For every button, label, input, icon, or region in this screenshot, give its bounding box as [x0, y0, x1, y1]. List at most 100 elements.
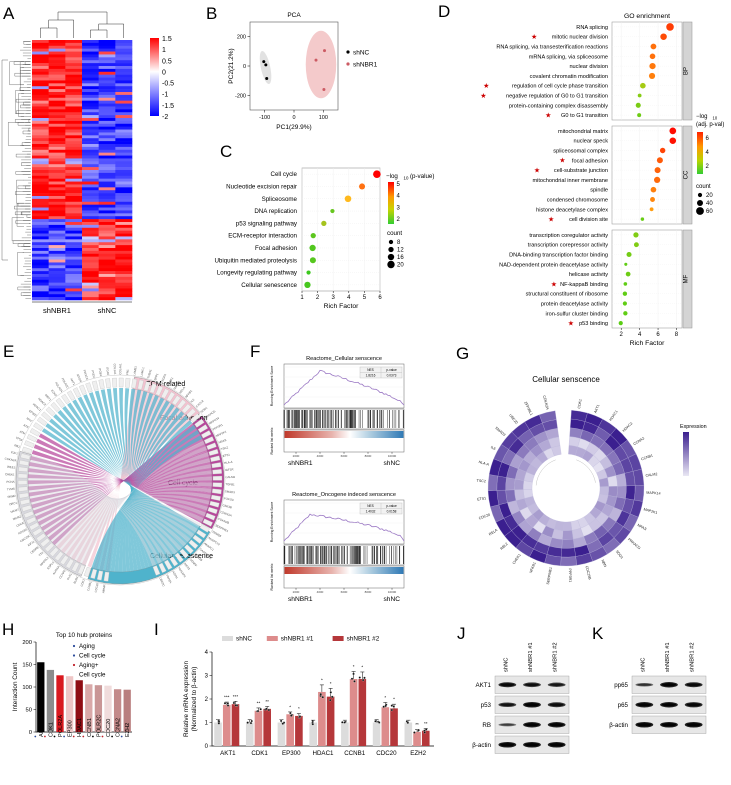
- svg-text:2: 2: [397, 217, 401, 223]
- svg-text:ASPM: ASPM: [171, 570, 179, 580]
- svg-text:CCNB1: CCNB1: [344, 750, 366, 757]
- svg-text:8000: 8000: [365, 454, 372, 458]
- svg-text:CENPE: CENPE: [29, 545, 39, 554]
- svg-text:MTOR: MTOR: [76, 373, 83, 382]
- svg-text:shNC: shNC: [640, 658, 646, 673]
- svg-text:Running Enrichment Score: Running Enrichment Score: [270, 366, 274, 407]
- svg-text:***: ***: [224, 695, 230, 700]
- svg-text:0.5: 0.5: [162, 58, 172, 65]
- svg-text:**: **: [257, 700, 261, 705]
- svg-text:6: 6: [656, 332, 660, 338]
- svg-text:POLR2A: POLR2A: [54, 381, 64, 393]
- svg-text:CDC20: CDC20: [478, 513, 490, 521]
- svg-text:RELA: RELA: [178, 386, 186, 395]
- svg-text:shNBR1 #1: shNBR1 #1: [281, 636, 314, 643]
- svg-text:TGFB1: TGFB1: [225, 482, 235, 486]
- svg-text:6: 6: [706, 136, 710, 142]
- svg-text:AKT1: AKT1: [593, 404, 600, 414]
- svg-text:−log: −log: [386, 173, 398, 180]
- svg-text:MAD2L1: MAD2L1: [39, 556, 50, 567]
- svg-text:0: 0: [29, 730, 32, 736]
- svg-text:*: *: [330, 681, 332, 686]
- svg-text:Reactome_Oncogene indeced sens: Reactome_Oncogene indeced senscence: [292, 492, 396, 498]
- panel-k-label: K: [592, 624, 604, 643]
- svg-text:SERPINE1: SERPINE1: [215, 523, 230, 533]
- svg-text:Nucleotide excision repair: Nucleotide excision repair: [226, 183, 297, 190]
- svg-text:-200: -200: [235, 93, 246, 99]
- svg-text:3: 3: [332, 295, 336, 301]
- svg-text:PCA: PCA: [287, 12, 301, 19]
- svg-text:NFKB1: NFKB1: [184, 389, 193, 399]
- svg-text:SPP1: SPP1: [153, 372, 159, 381]
- svg-text:CDKN2A: CDKN2A: [542, 395, 550, 411]
- svg-text:condensed chromosome: condensed chromosome: [547, 198, 608, 204]
- svg-text:mitotic nuclear division: mitotic nuclear division: [552, 35, 608, 41]
- svg-text:2: 2: [316, 295, 320, 301]
- svg-text:Focal adhesion: Focal adhesion: [255, 245, 298, 252]
- svg-text:Ranked list metric: Ranked list metric: [270, 563, 274, 590]
- svg-text:negative regulation of G0 to G: negative regulation of G0 to G1 transiti…: [506, 94, 608, 100]
- svg-text:EZH2: EZH2: [410, 750, 426, 757]
- svg-text:2000: 2000: [293, 590, 300, 594]
- svg-text:MAP2K1: MAP2K1: [215, 429, 227, 437]
- svg-text:GSK3B: GSK3B: [222, 503, 232, 509]
- svg-text:CDK1: CDK1: [251, 750, 268, 757]
- svg-text:★: ★: [551, 280, 557, 288]
- svg-text:SMAD3: SMAD3: [225, 489, 236, 494]
- svg-text:4: 4: [205, 650, 209, 656]
- svg-text:BUB1B: BUB1B: [194, 553, 204, 563]
- svg-text:PPP3R1: PPP3R1: [212, 423, 224, 432]
- svg-text:ECM-receptor interaction: ECM-receptor interaction: [228, 233, 297, 240]
- svg-text:UBE2C: UBE2C: [508, 413, 519, 425]
- svg-text:★: ★: [545, 112, 551, 120]
- svg-text:5: 5: [363, 295, 367, 301]
- svg-text:10000: 10000: [388, 454, 397, 458]
- svg-text:shNBR1 #1: shNBR1 #1: [665, 642, 671, 672]
- svg-text:DNA replication: DNA replication: [254, 208, 297, 215]
- svg-text:CDC20: CDC20: [106, 719, 112, 737]
- svg-text:Cellular senscence: Cellular senscence: [532, 375, 600, 384]
- svg-text:CCNA2: CCNA2: [116, 718, 122, 737]
- svg-text:shNBR1 #2: shNBR1 #2: [347, 636, 380, 643]
- svg-text:★: ★: [531, 33, 537, 41]
- svg-text:CDK1: CDK1: [577, 399, 583, 409]
- svg-text:TRIM28: TRIM28: [211, 530, 222, 539]
- svg-text:6000: 6000: [341, 590, 348, 594]
- svg-text:ATR: ATR: [23, 423, 30, 429]
- svg-text:AKT1: AKT1: [476, 682, 492, 689]
- svg-text:CCNB1: CCNB1: [86, 580, 93, 591]
- svg-text:CENPF: CENPF: [189, 558, 199, 568]
- svg-text:CDKN2B: CDKN2B: [217, 517, 229, 525]
- svg-text:HDAC1: HDAC1: [313, 750, 335, 757]
- svg-text:NES: NES: [367, 368, 374, 372]
- svg-text:★: ★: [568, 320, 574, 328]
- svg-text:shNC: shNC: [384, 460, 401, 467]
- svg-text:12: 12: [397, 248, 404, 254]
- svg-text:ETS1: ETS1: [222, 453, 230, 459]
- svg-text:CCNB1: CCNB1: [87, 718, 93, 737]
- svg-text:4: 4: [706, 150, 710, 156]
- svg-text:RRM2: RRM2: [7, 494, 16, 499]
- svg-text:Spliceosome: Spliceosome: [262, 196, 298, 203]
- svg-text:nuclear speck: nuclear speck: [573, 139, 608, 145]
- svg-text:-2: -2: [162, 114, 168, 121]
- svg-text:1: 1: [300, 295, 304, 301]
- svg-text:MF: MF: [684, 274, 690, 283]
- svg-text:PRKACG: PRKACG: [204, 409, 217, 420]
- svg-text:0: 0: [162, 69, 166, 76]
- svg-text:mitochondrial matrix: mitochondrial matrix: [558, 129, 608, 135]
- svg-text:shNBR1: shNBR1: [353, 62, 378, 69]
- svg-text:Cellular senescence: Cellular senescence: [150, 553, 213, 560]
- svg-text:spliceosomal complex: spliceosomal complex: [553, 149, 608, 155]
- svg-text:TSC2: TSC2: [220, 445, 229, 451]
- svg-text:ETS1: ETS1: [477, 496, 486, 501]
- svg-text:4: 4: [638, 332, 642, 338]
- svg-text:CCNA2: CCNA2: [58, 569, 67, 580]
- svg-text:p65: p65: [618, 702, 629, 709]
- svg-text:NAD-dependent protein deacetyl: NAD-dependent protein deacetylase activi…: [499, 262, 608, 268]
- svg-text:100: 100: [22, 685, 32, 691]
